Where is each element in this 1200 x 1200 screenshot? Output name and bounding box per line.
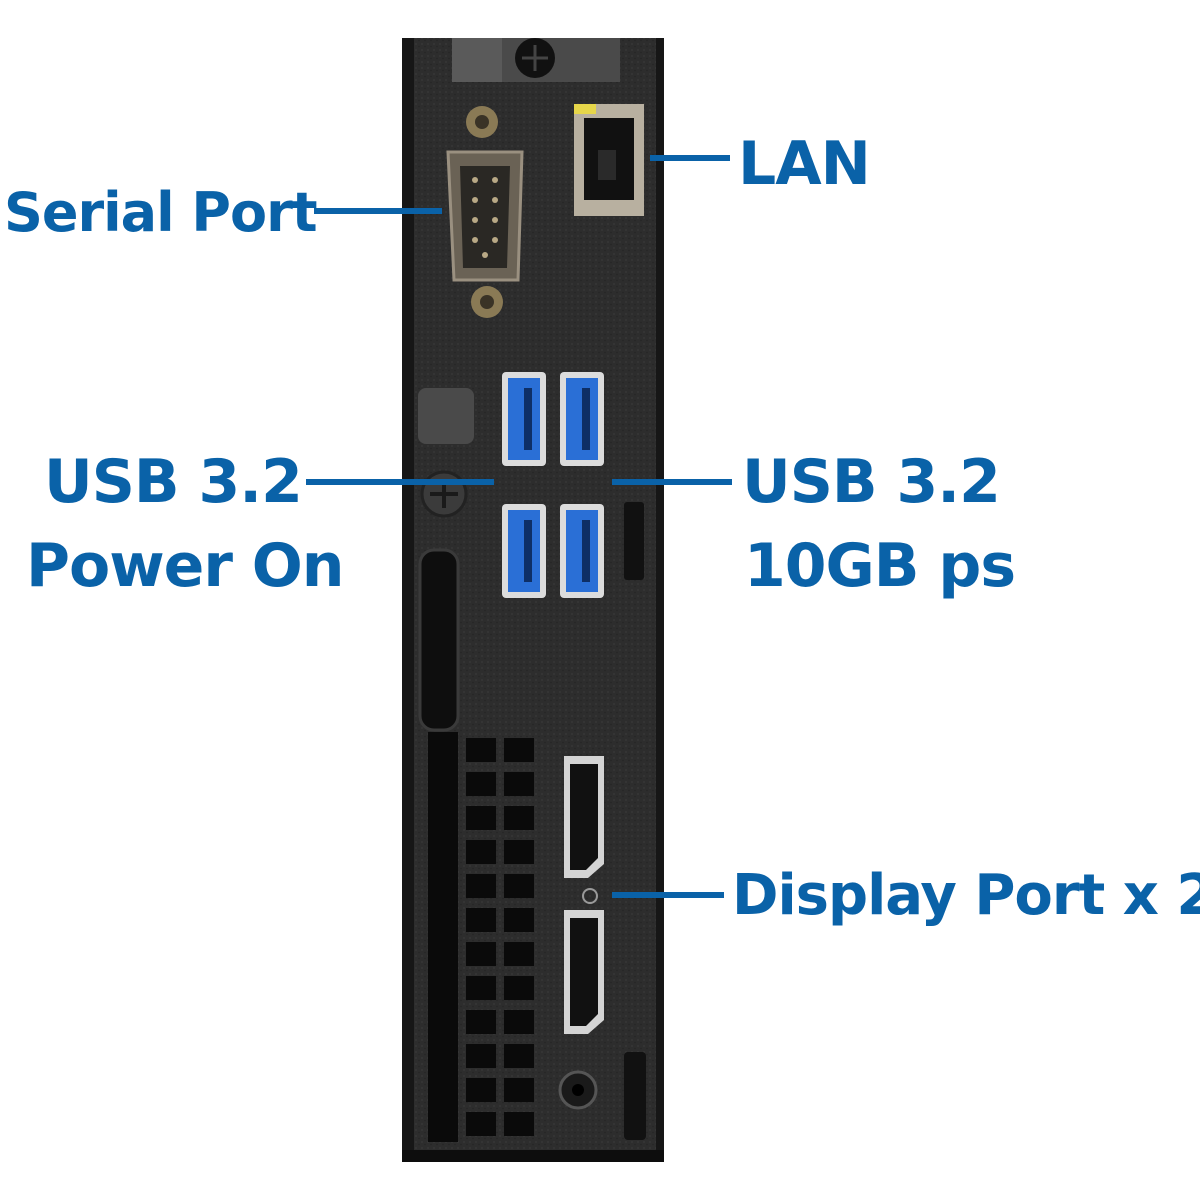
usb-port-icon — [502, 504, 546, 598]
serial-port-leader-line — [314, 208, 442, 214]
side-grommet — [418, 388, 474, 444]
usb-right-label-line2: 10GB ps — [744, 531, 1016, 601]
usb-port-icon — [560, 504, 604, 598]
usb-left-leader-line — [306, 479, 494, 485]
serial-port-label: Serial Port — [4, 181, 318, 244]
lan-label: LAN — [738, 129, 871, 199]
security-slot — [624, 502, 644, 580]
displayport-icon — [564, 910, 604, 1034]
lan-leader-line — [650, 155, 730, 161]
displayport-icon — [564, 756, 604, 878]
vent-grille — [428, 732, 534, 1142]
usb-port-icon — [502, 372, 546, 466]
serial-port-icon — [446, 106, 524, 318]
displayport-logo-icon — [582, 888, 598, 904]
display-port-leader-line — [612, 892, 724, 898]
display-port-label: Display Port x 2 — [732, 863, 1200, 928]
lan-port-icon — [574, 104, 644, 216]
usb-left-label-line1: USB 3.2 — [44, 447, 303, 517]
usb-port-icon — [560, 372, 604, 466]
usb-right-label-line1: USB 3.2 — [742, 447, 1001, 517]
usb-right-leader-line — [612, 479, 732, 485]
card-slot — [418, 548, 460, 732]
usb-left-label-line2: Power On — [26, 531, 345, 601]
